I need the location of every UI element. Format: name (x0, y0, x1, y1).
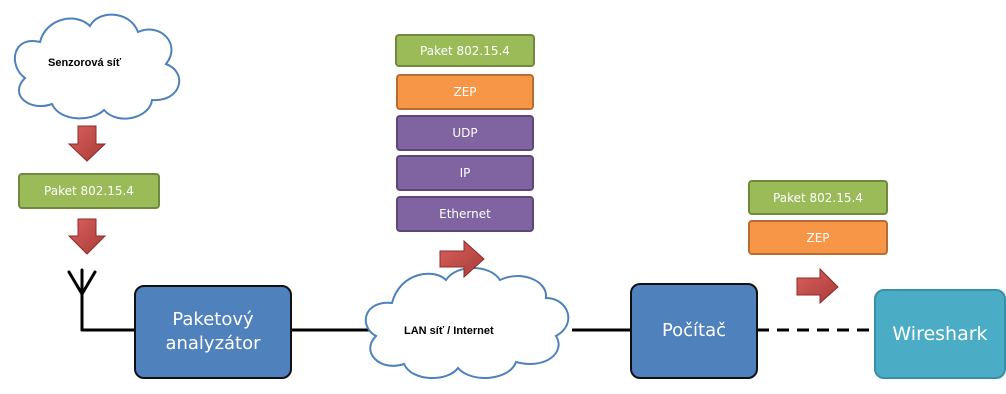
arrow-down-icon (67, 125, 107, 162)
stack-layer-zep: ZEP (748, 220, 888, 255)
stack-layer-zep: ZEP (396, 74, 534, 110)
left-packet-box: Paket 802.15.4 (18, 173, 160, 209)
stack-layer-udp: UDP (396, 115, 534, 151)
lan-cloud (364, 267, 570, 380)
computer-box: Počítač (630, 283, 758, 379)
arrow-down-icon (67, 218, 107, 255)
analyzer-label-line2: analyzátor (165, 333, 261, 354)
wireshark-box: Wireshark (874, 289, 1006, 379)
stack-layer-ip: IP (396, 155, 534, 191)
stack-layer-ethernet: Ethernet (396, 196, 534, 232)
sensor-network-cloud (14, 13, 181, 120)
packet-analyzer-box: Paketový analyzátor (134, 285, 292, 379)
antenna-icon (67, 268, 136, 332)
arrow-right-icon (439, 239, 485, 279)
lan-label: LAN síť / Internet (404, 325, 494, 337)
sensor-network-label: Senzorová síť (48, 57, 122, 69)
stack-layer-packet: Paket 802.15.4 (748, 180, 888, 215)
analyzer-label-line1: Paketový (172, 309, 254, 330)
arrow-right-icon (796, 267, 839, 305)
stack-layer-packet: Paket 802.15.4 (395, 34, 535, 67)
